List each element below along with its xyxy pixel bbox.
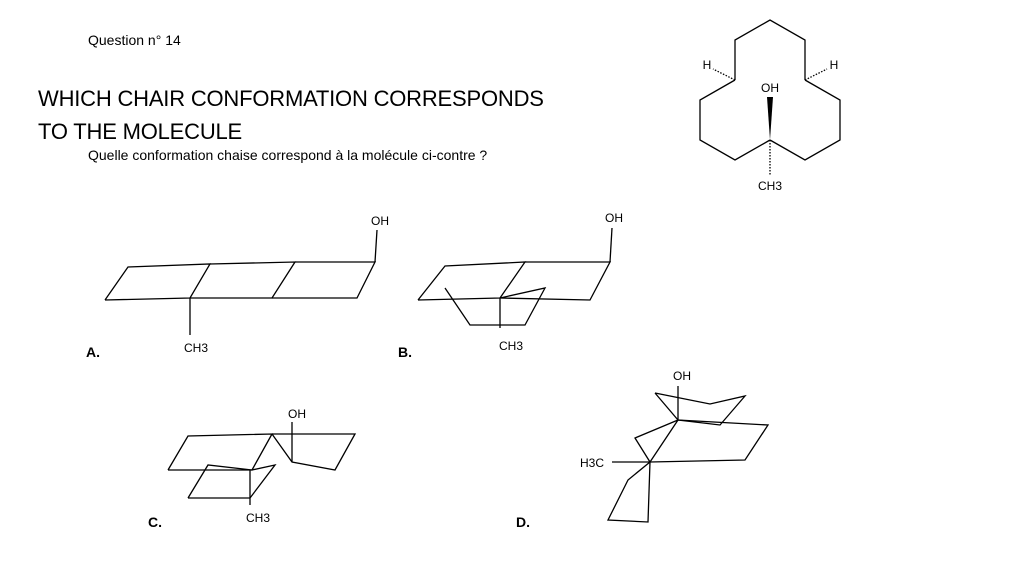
reference-oh-label: OH — [761, 81, 779, 95]
option-d-oh-label: OH — [673, 369, 691, 383]
question-title: WHICH CHAIR CONFORMATION CORRESPONDS TO … — [38, 82, 544, 148]
option-c-structure[interactable] — [167, 422, 357, 505]
option-b-label[interactable]: B. — [398, 344, 412, 360]
reference-ch3-label: CH3 — [758, 179, 782, 193]
reference-top-ring — [734, 19, 806, 80]
option-d-structure[interactable] — [606, 386, 770, 523]
reference-wedge-bond — [767, 97, 773, 140]
title-line-1: WHICH CHAIR CONFORMATION CORRESPONDS — [38, 86, 544, 111]
reference-hash-h-left — [712, 68, 736, 81]
option-a-oh-label: OH — [371, 214, 389, 228]
reference-right-ring — [769, 79, 841, 161]
option-c-oh-label: OH — [288, 407, 306, 421]
reference-left-ring — [699, 79, 771, 161]
question-label: Question n° 14 — [88, 32, 181, 48]
option-c-label[interactable]: C. — [148, 514, 162, 530]
option-a-structure[interactable] — [104, 229, 378, 335]
option-a-ch3-label: CH3 — [184, 341, 208, 355]
option-d-label[interactable]: D. — [516, 514, 530, 530]
title-line-2: TO THE MOLECULE — [38, 119, 243, 144]
option-b-structure[interactable] — [417, 227, 613, 328]
question-subtitle: Quelle conformation chaise correspond à … — [88, 147, 488, 163]
option-a-label[interactable]: A. — [86, 344, 100, 360]
reference-h-right-label: H — [830, 58, 839, 72]
reference-molecule — [699, 19, 841, 175]
option-b-ch3-label: CH3 — [499, 339, 523, 353]
reference-h-left-label: H — [703, 58, 712, 72]
option-b-oh-label: OH — [605, 211, 623, 225]
option-d-ch3-label: H3C — [580, 456, 604, 470]
reference-hash-h-right — [804, 68, 828, 81]
option-c-ch3-label: CH3 — [246, 511, 270, 525]
